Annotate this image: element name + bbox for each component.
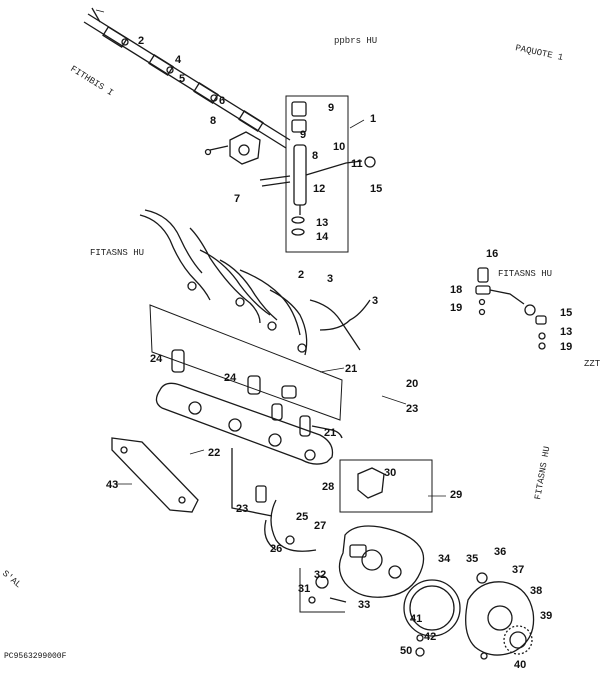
- callout: 15: [560, 307, 572, 319]
- callout: 50: [400, 645, 412, 657]
- note-bottom-left: S'AL: [0, 569, 23, 591]
- callout: 27: [314, 520, 326, 532]
- callout: 33: [358, 599, 370, 611]
- callout: 34: [438, 553, 451, 565]
- pump-detail-box: [339, 459, 433, 513]
- callout: 6: [219, 95, 225, 107]
- callout: 26: [270, 543, 282, 555]
- callout: 14: [316, 231, 329, 243]
- callout: 36: [494, 546, 506, 558]
- callout: 8: [312, 150, 318, 162]
- callout: 23: [406, 403, 418, 415]
- pump-supply-lines: [231, 448, 317, 552]
- callout: 16: [486, 248, 498, 260]
- common-rail: [149, 304, 343, 465]
- callout: 13: [560, 326, 572, 338]
- callout: 2: [298, 269, 304, 281]
- sensor-group: [475, 267, 547, 350]
- note-left-mid: FITASNS HU: [90, 248, 144, 258]
- callout: 13: [316, 217, 328, 229]
- callout: 7: [234, 193, 240, 205]
- callout: 40: [514, 659, 526, 671]
- pump-gear-assy: [403, 572, 535, 660]
- callout: 9: [328, 102, 334, 114]
- callout: 24: [224, 372, 237, 384]
- note-left-top: FITHBIS I: [68, 64, 115, 98]
- callout: 43: [106, 479, 118, 491]
- callout: 41: [410, 613, 422, 625]
- callout: 37: [512, 564, 524, 576]
- callout: 22: [208, 447, 220, 459]
- note-right-edge: ZZT: [584, 359, 600, 369]
- callout: 24: [150, 353, 163, 365]
- callout: 4: [175, 54, 182, 66]
- callout: 19: [560, 341, 572, 353]
- callout: 42: [424, 631, 436, 643]
- callout: 2: [138, 35, 144, 47]
- callout: 8: [210, 115, 216, 127]
- callout-labels: 2 4 5 6 9 8 7 1 9 8 10 11 12 13 14 15 2 …: [106, 35, 572, 671]
- callout: 25: [296, 511, 308, 523]
- callout: 20: [406, 378, 418, 390]
- note-top-center: ppbrs HU: [334, 36, 377, 46]
- note-top-right: PAQUOTE 1: [514, 43, 564, 63]
- callout: 35: [466, 553, 478, 565]
- callout: 31: [298, 583, 310, 595]
- injection-lines: [139, 209, 371, 356]
- injector-clamp: [204, 131, 261, 165]
- note-right-small: FITASNS HU: [498, 269, 552, 279]
- callout: 1: [370, 113, 376, 125]
- callout: 5: [179, 73, 185, 85]
- callout: 21: [345, 363, 357, 375]
- rail-bracket: [111, 437, 199, 513]
- leader-lines: [95, 9, 446, 497]
- callout: 30: [384, 467, 396, 479]
- callout: 3: [372, 295, 378, 307]
- callout: 10: [333, 141, 345, 153]
- callout: 15: [370, 183, 382, 195]
- callout: 32: [314, 569, 326, 581]
- note-right-mid: FITASNS HU: [533, 446, 552, 501]
- callout: 28: [322, 481, 334, 493]
- callout: 21: [324, 427, 336, 439]
- callout: 19: [450, 302, 462, 314]
- callout: 18: [450, 284, 462, 296]
- callout: 29: [450, 489, 462, 501]
- callout: 11: [351, 158, 363, 170]
- callout: 3: [327, 273, 333, 285]
- injector-detail-box: [259, 95, 376, 253]
- leak-off-rail: [83, 7, 291, 149]
- callout: 23: [236, 503, 248, 515]
- callout: 39: [540, 610, 552, 622]
- callout: 9: [300, 129, 306, 141]
- figure-code: PC9563299000F: [4, 652, 67, 661]
- callout: 12: [313, 183, 325, 195]
- callout: 38: [530, 585, 542, 597]
- high-pressure-pump: [338, 525, 425, 598]
- small-parts-box: [299, 568, 347, 613]
